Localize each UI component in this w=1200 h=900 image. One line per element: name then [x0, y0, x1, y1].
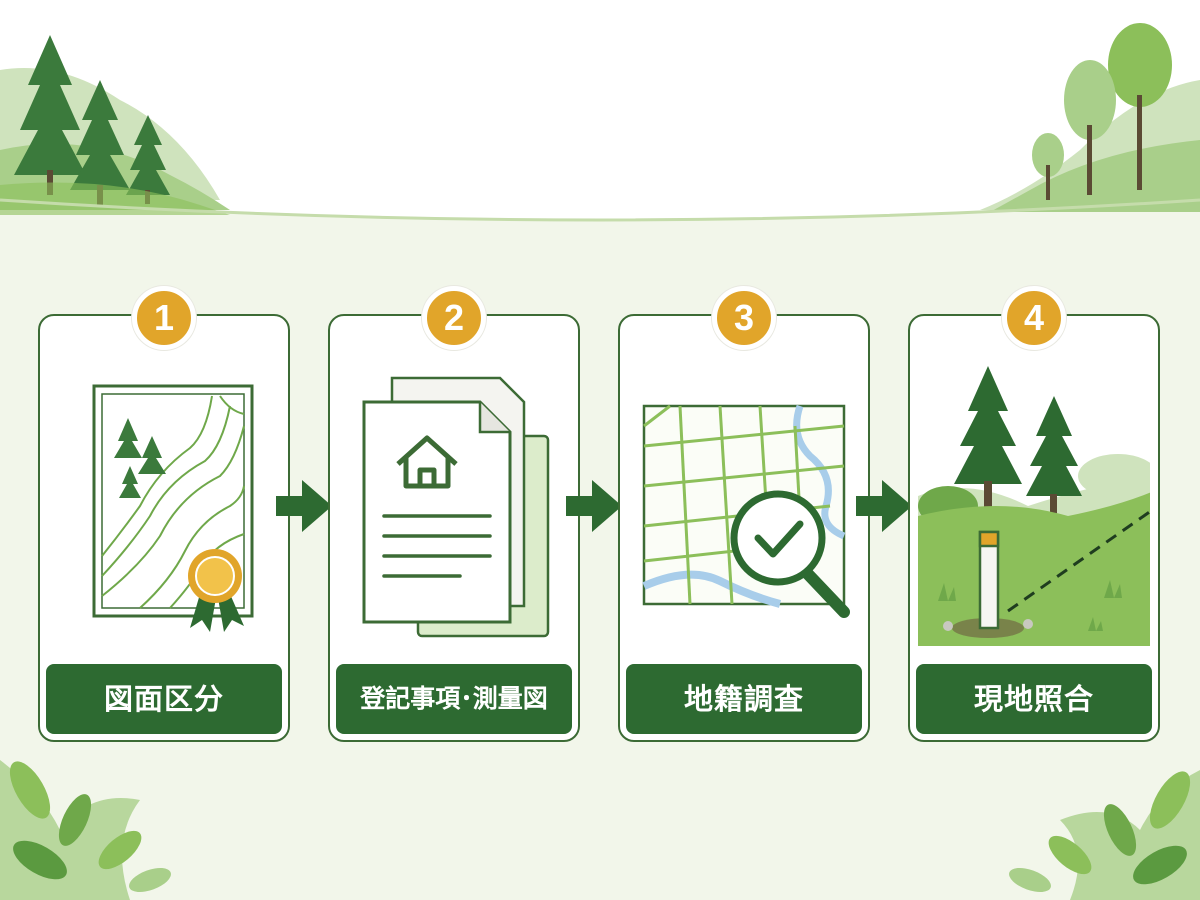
right-forest [980, 23, 1200, 212]
step-label: 登記事項･測量図 [336, 664, 572, 734]
magnifier-check-icon [730, 490, 850, 618]
boundary-post-icon [918, 366, 1150, 646]
step-number-badge: 1 [132, 286, 196, 350]
arrow-right-icon [856, 480, 912, 532]
step-card-2: 2 登記事項･測量図 [328, 286, 580, 742]
step-card-1: 1 図面区分 [38, 286, 290, 742]
house-document-icon [362, 376, 550, 638]
step-card-4: 4 現地照合 [908, 286, 1160, 742]
forest-map-icon [92, 384, 254, 632]
left-forest [0, 35, 230, 215]
arrow-right-icon [566, 480, 622, 532]
leaves-right [1009, 770, 1200, 900]
step-label: 図面区分 [46, 664, 282, 734]
step-number-badge: 3 [712, 286, 776, 350]
arrow-right-icon [276, 480, 332, 532]
step-label: 地籍調査 [626, 664, 862, 734]
step-card-3: 3 地籍調査 [618, 286, 870, 742]
step-number-badge: 4 [1002, 286, 1066, 350]
step-label: 現地照合 [916, 664, 1152, 734]
ribbon-seal-icon [188, 549, 244, 632]
leaves-left [0, 760, 171, 900]
cadastral-map-icon [642, 404, 850, 618]
step-number-badge: 2 [422, 286, 486, 350]
